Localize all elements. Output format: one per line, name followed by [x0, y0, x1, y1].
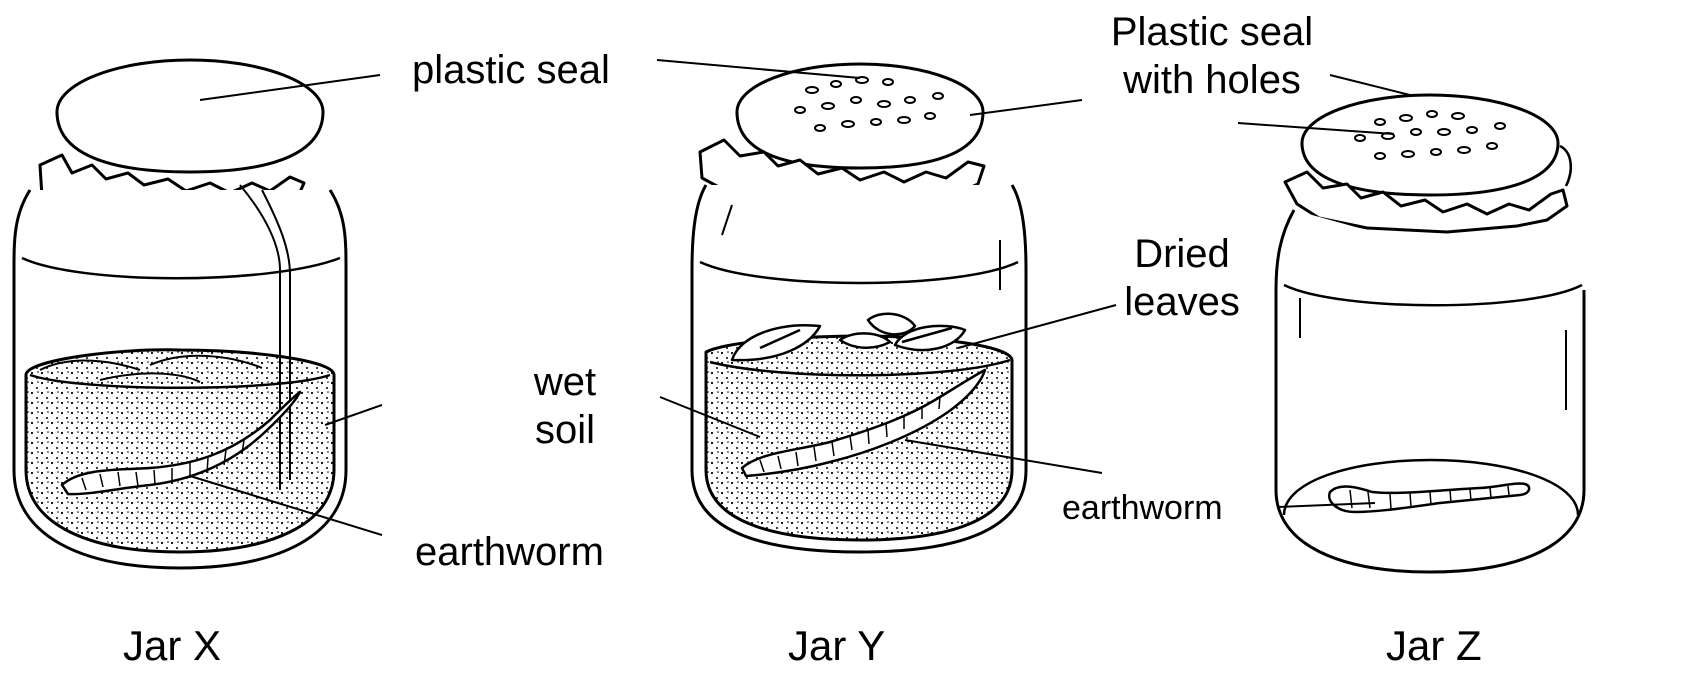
caption-jar-y: Jar Y: [788, 622, 885, 670]
label-plastic-seal: plastic seal: [412, 46, 610, 94]
jar-x-soil: [26, 350, 334, 552]
jar-x-lid-rim: [57, 112, 323, 172]
jar-y: [692, 64, 1026, 552]
caption-jar-z: Jar Z: [1386, 622, 1482, 670]
label-plastic-seal-holes-line1: Plastic seal: [1092, 8, 1332, 56]
caption-jar-x: Jar X: [123, 622, 221, 670]
label-dried-leaves: Dried leaves: [1112, 230, 1252, 326]
label-dried-leaves-line1: Dried: [1112, 230, 1252, 278]
label-earthworm-x: earthworm: [415, 528, 604, 576]
jar-y-lid-rim: [737, 112, 983, 168]
jar-x: [14, 60, 346, 568]
leader-holes-z-upper: [1330, 75, 1410, 95]
leader-holes-y: [970, 100, 1082, 115]
label-wet-soil-line1: wet: [510, 358, 620, 406]
label-earthworm-z: earthworm: [1062, 484, 1223, 532]
jar-z: [1276, 95, 1584, 572]
label-plastic-seal-with-holes: Plastic seal with holes: [1092, 8, 1332, 104]
jar-z-body: [1276, 210, 1584, 572]
label-wet-soil-line2: soil: [510, 406, 620, 454]
label-dried-leaves-line2: leaves: [1112, 278, 1252, 326]
label-plastic-seal-holes-line2: with holes: [1092, 56, 1332, 104]
label-wet-soil: wet soil: [510, 358, 620, 454]
